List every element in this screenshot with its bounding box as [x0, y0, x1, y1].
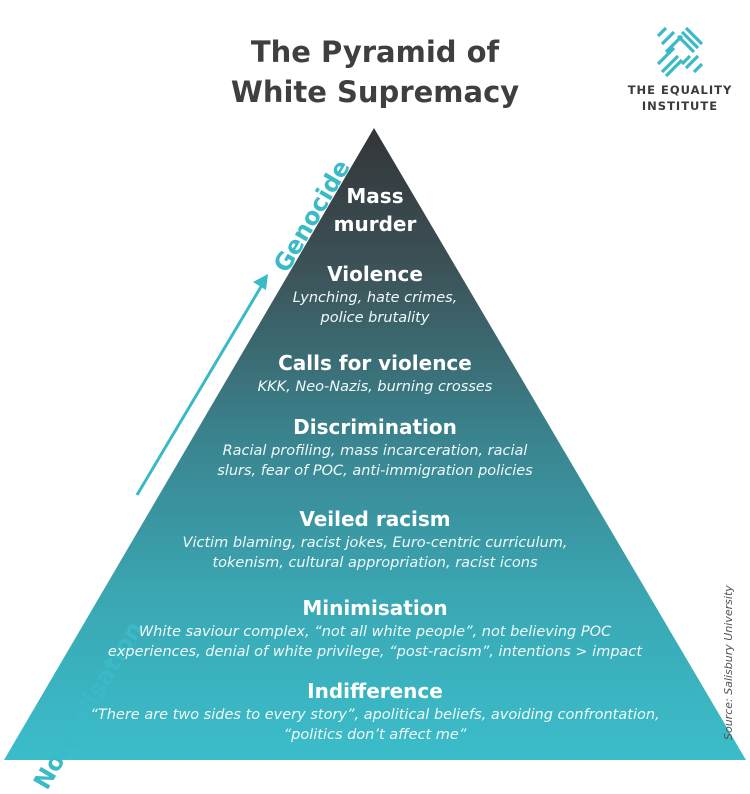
level-heading: Calls for violence — [278, 351, 472, 375]
level-heading-line-2: murder — [333, 212, 417, 236]
level-heading: Veiled racism — [299, 507, 451, 531]
pyramid-graphic — [4, 128, 746, 760]
normalisation-arrow-shaft — [135, 284, 264, 496]
level-heading: Indifference — [307, 679, 443, 703]
level-description-line-2: “politics don’t affect me” — [283, 727, 467, 743]
logo-line-1: THE EQUALITY — [627, 83, 733, 97]
level-discrimination: Discrimination Racial profiling, mass in… — [60, 413, 690, 481]
level-description-line-1: “There are two sides to every story”, ap… — [90, 707, 660, 723]
equality-institute-logo: THE EQUALITY INSTITUTE — [628, 22, 731, 122]
level-description-line-2: experiences, denial of white privilege, … — [107, 644, 643, 660]
level-heading: Minimisation — [302, 596, 448, 620]
level-description-line-1: White saviour complex, “not all white pe… — [138, 624, 612, 640]
level-violence: Violence Lynching, hate crimes, police b… — [60, 260, 690, 328]
pyramid-triangle — [4, 128, 746, 760]
logo-line-2: INSTITUTE — [641, 99, 719, 113]
level-minimisation: Minimisation White saviour complex, “not… — [60, 594, 690, 662]
normalisation-arrow-head — [253, 274, 268, 290]
level-description-line-1: KKK, Neo-Nazis, burning crosses — [257, 379, 493, 395]
level-description-line-2: police brutality — [320, 310, 430, 326]
level-heading: Violence — [327, 262, 423, 286]
level-description-line-2: slurs, fear of POC, anti-immigration pol… — [217, 463, 533, 479]
level-calls-for-violence: Calls for violence KKK, Neo-Nazis, burni… — [60, 349, 690, 397]
logo-mark-icon — [656, 26, 704, 78]
level-heading: Mass — [346, 184, 404, 208]
level-heading: Discrimination — [293, 415, 457, 439]
title-line-1: The Pyramid of — [250, 35, 500, 69]
title-line-2: White Supremacy — [230, 75, 520, 109]
level-description-line-1: Victim blaming, racist jokes, Euro-centr… — [182, 535, 568, 551]
source-credit: Source: Salisbury University — [722, 585, 735, 740]
level-mass-murder: Mass murder — [60, 182, 690, 238]
level-description-line-1: Lynching, hate crimes, — [292, 290, 458, 306]
level-indifference: Indifference “There are two sides to eve… — [60, 677, 690, 745]
logo-text: THE EQUALITY INSTITUTE — [618, 82, 742, 114]
level-description-line-1: Racial profiling, mass incarceration, ra… — [222, 443, 528, 459]
level-description-line-2: tokenism, cultural appropriation, racist… — [212, 555, 538, 571]
page-title: The Pyramid of White Supremacy — [170, 32, 580, 112]
level-veiled-racism: Veiled racism Victim blaming, racist jok… — [60, 505, 690, 573]
